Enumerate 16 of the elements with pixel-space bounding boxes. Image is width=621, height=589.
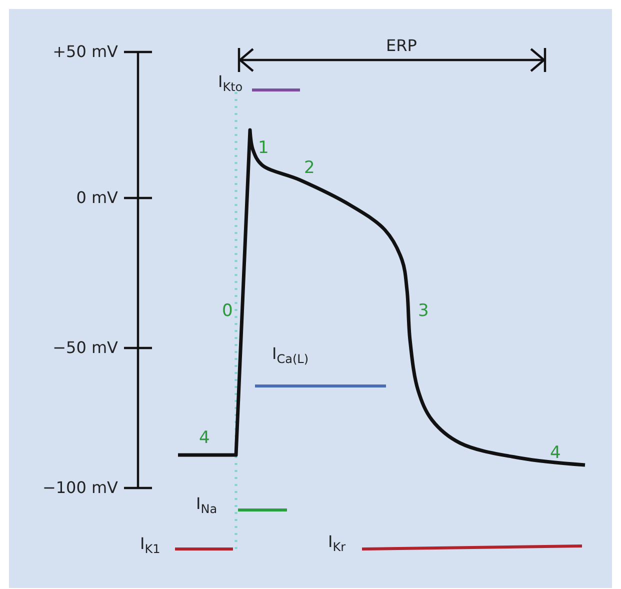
- axis-tick-label: −100 mV: [42, 480, 118, 496]
- current-label: I$_{Na}$: [196, 496, 218, 516]
- phase-number: 2: [304, 160, 315, 177]
- current-label: I$_{K1}$: [140, 536, 160, 556]
- phase-number: 1: [258, 140, 269, 157]
- current-label: I$_{Kto}$: [218, 74, 243, 94]
- current-label: I$_{Ca(L)}$: [272, 346, 308, 366]
- axis-tick-label: 0 mV: [76, 190, 118, 206]
- interval-label: ERP: [386, 38, 417, 54]
- current-label: I$_{Kr}$: [328, 534, 346, 554]
- phase-number: 3: [418, 303, 429, 320]
- axis-tick-label: +50 mV: [52, 44, 118, 60]
- phase-number: 0: [222, 303, 233, 320]
- phase-number: 4: [550, 445, 561, 462]
- axis-tick-label: −50 mV: [52, 340, 118, 356]
- phase-number: 4: [199, 430, 210, 447]
